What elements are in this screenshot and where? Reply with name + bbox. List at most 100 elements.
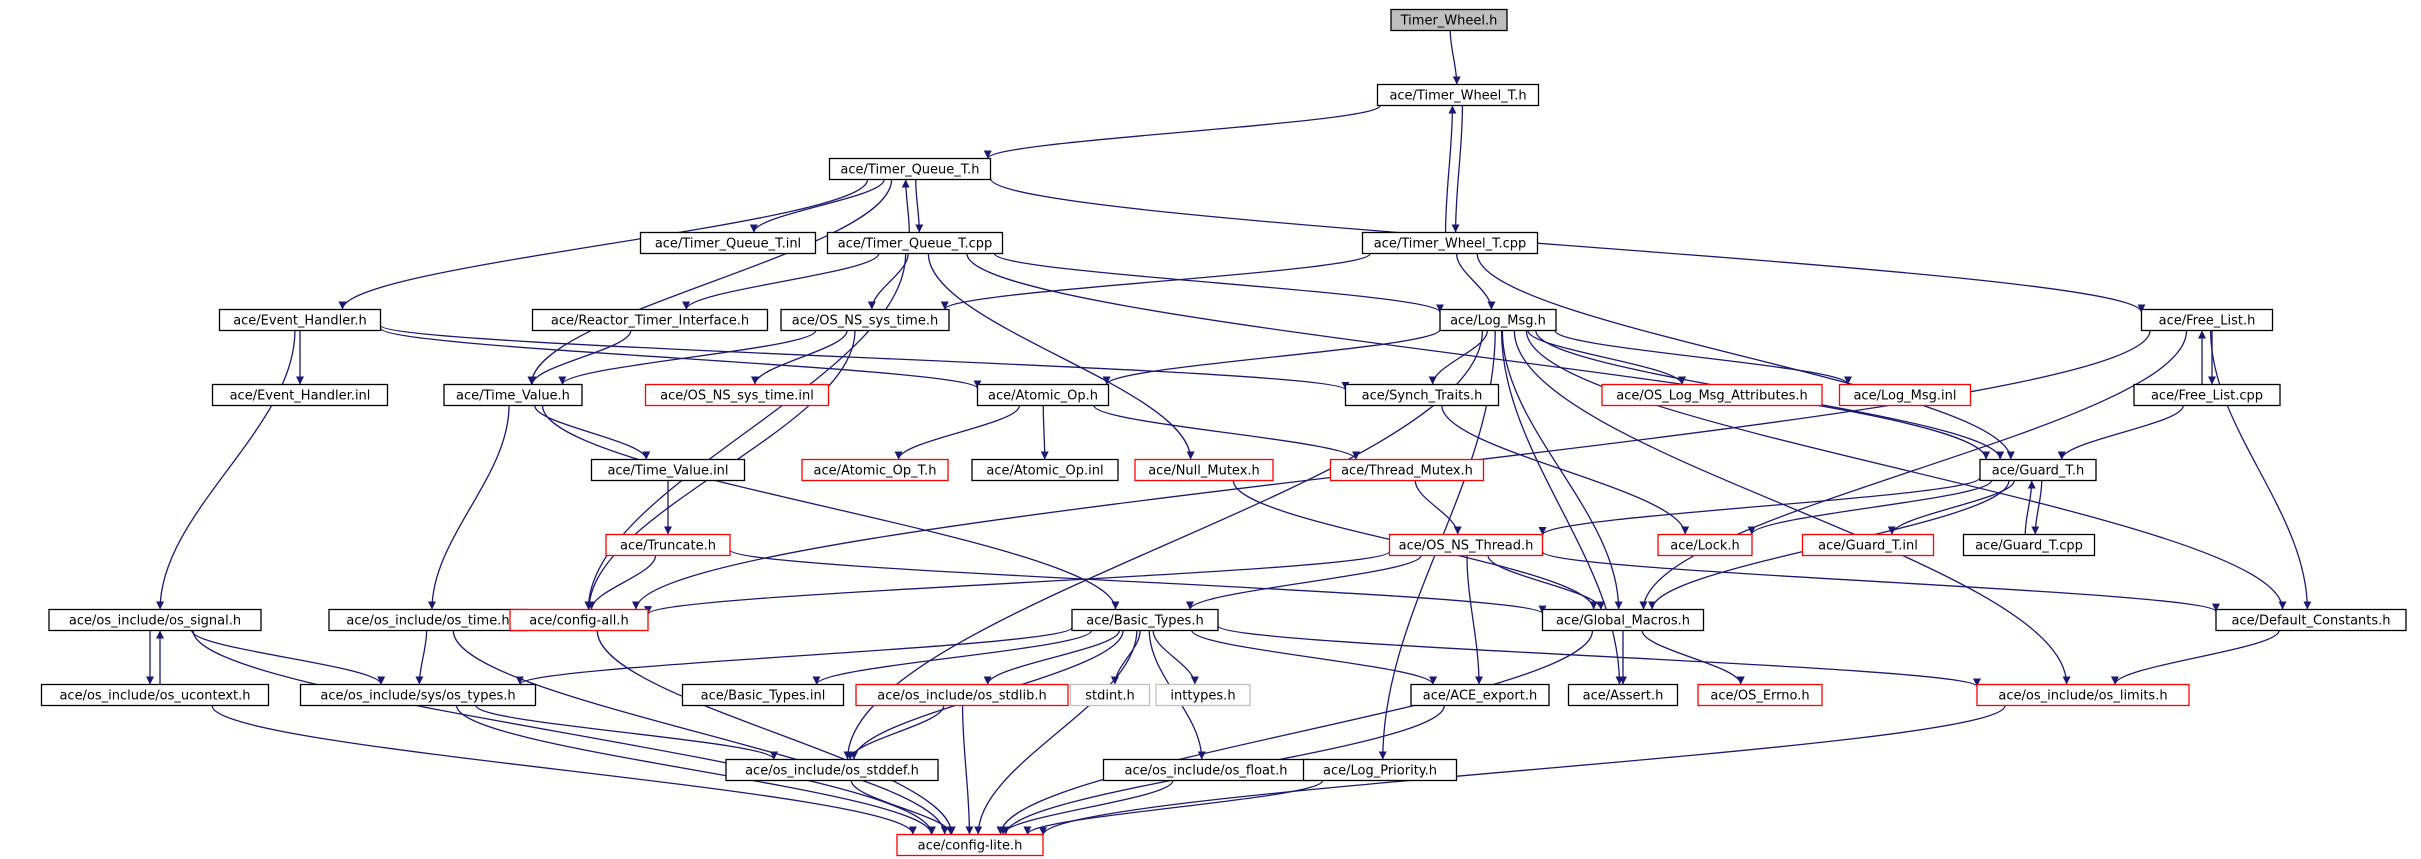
node-lock-h[interactable]: ace/Lock.h (1657, 533, 1753, 557)
edge-guardt-h-to-guardt-cpp (2031, 480, 2043, 535)
node-eh-inl[interactable]: ace/Event_Handler.inl (211, 383, 389, 407)
node-box (1376, 83, 1540, 107)
edge-logmsg-h-to-synch-h (1428, 330, 1489, 385)
node-ossignal-h[interactable]: ace/os_include/os_signal.h (48, 608, 262, 632)
node-atomict-h[interactable]: ace/Atomic_Op_T.h (801, 458, 949, 482)
node-osstddef-h[interactable]: ace/os_include/os_stddef.h (725, 758, 939, 782)
node-guardt-cpp[interactable]: ace/Guard_T.cpp (1962, 533, 2096, 557)
node-oslma-h[interactable]: ace/OS_Log_Msg_Attributes.h (1601, 383, 1823, 407)
node-box (644, 383, 830, 407)
node-nullmutex-h[interactable]: ace/Null_Mutex.h (1134, 458, 1274, 482)
node-label: ace/Time_Value.inl (607, 464, 728, 479)
node-box (1388, 533, 1544, 557)
node-logmsg-h[interactable]: ace/Log_Msg.h (1439, 308, 1557, 332)
edge-twt-cpp-to-osst-h (940, 252, 1371, 311)
edge-logmsg-h-to-logmsg-inl (1554, 329, 1852, 386)
edge-tqt-h-to-tqt-cpp (915, 179, 924, 233)
edge-threadmutex-h-to-osthread-h (1414, 480, 1462, 535)
node-label: ace/ACE_export.h (1423, 689, 1537, 704)
node-eh-h[interactable]: ace/Event_Handler.h (218, 308, 382, 332)
node-box (1801, 533, 1935, 557)
file-nodes: Timer_Wheel.h ace/Timer_Wheel_T.h ace/Time… (40, 8, 2407, 857)
node-logmsg-inl[interactable]: ace/Log_Msg.inl (1838, 383, 1972, 407)
node-basictypes-inl[interactable]: ace/Basic_Types.inl (681, 683, 845, 707)
edge-basictypes-h-to-systypes-h (516, 626, 1073, 686)
edge-atomic-h-to-threadmutex-h (1093, 405, 1360, 460)
node-tqt-inl[interactable]: ace/Timer_Queue_T.inl (639, 231, 817, 255)
edge-guardt-cpp-to-guardt-h (2024, 480, 2036, 535)
node-label: ace/Log_Msg.inl (1853, 389, 1956, 404)
edge-twt-cpp-to-guardt-h (1476, 253, 2015, 460)
node-label: ace/os_include/os_signal.h (69, 614, 241, 629)
node-box (828, 157, 992, 181)
node-systypes-h[interactable]: ace/os_include/sys/os_types.h (299, 683, 537, 707)
node-tv-h[interactable]: ace/Time_Value.h (443, 383, 583, 407)
node-label: ace/OS_NS_Thread.h (1399, 539, 1534, 554)
edge-ostime-h-to-configlite-h (452, 630, 949, 835)
node-globalmacros-h[interactable]: ace/Global_Macros.h (1541, 608, 1705, 632)
node-label: ace/os_include/os_ucontext.h (59, 689, 250, 704)
edge-rti-h-to-tv-h (528, 330, 632, 385)
node-twt-h[interactable]: ace/Timer_Wheel_T.h (1376, 83, 1540, 107)
node-tv-inl[interactable]: ace/Time_Value.inl (590, 458, 746, 482)
node-osthread-h[interactable]: ace/OS_NS_Thread.h (1388, 533, 1544, 557)
node-freelist-cpp[interactable]: ace/Free_List.cpp (2133, 383, 2281, 407)
node-twt-cpp[interactable]: ace/Timer_Wheel_T.cpp (1361, 231, 1539, 255)
node-box (1697, 683, 1823, 707)
edge-tqt-cpp-to-tqt-h (901, 179, 910, 233)
node-ostime-h[interactable]: ace/os_include/os_time.h (328, 608, 528, 632)
node-synch-h[interactable]: ace/Synch_Traits.h (1344, 383, 1500, 407)
node-guardt-inl[interactable]: ace/Guard_T.inl (1801, 533, 1935, 557)
edge-freelist-h-to-globalmacros-h (1639, 330, 2188, 610)
node-guardt-h[interactable]: ace/Guard_T.h (1979, 458, 2097, 482)
node-box (1439, 308, 1557, 332)
node-box (896, 833, 1044, 857)
node-atomic-inl[interactable]: ace/Atomic_Op.inl (971, 458, 1119, 482)
node-osstdlib-h[interactable]: ace/os_include/os_stdlib.h (855, 683, 1069, 707)
node-truncate-h[interactable]: ace/Truncate.h (605, 533, 731, 557)
edge-basictypes-h-to-oslimits-h (1217, 625, 1981, 688)
node-box (1302, 758, 1458, 782)
node-label: ace/Timer_Queue_T.h (840, 163, 979, 178)
node-osfloat-h[interactable]: ace/os_include/os_float.h (1102, 758, 1310, 782)
node-box (509, 608, 649, 632)
node-aceexport-h[interactable]: ace/ACE_export.h (1410, 683, 1550, 707)
edge-eh-h-to-synch-h (379, 324, 1350, 391)
node-osst-h[interactable]: ace/OS_NS_sys_time.h (780, 308, 950, 332)
node-label: ace/Event_Handler.h (233, 314, 367, 329)
edge-osstdlib-h-to-osstddef-h (846, 705, 945, 760)
node-box (299, 683, 537, 707)
node-oserrno-h[interactable]: ace/OS_Errno.h (1697, 683, 1823, 707)
node-basictypes-h[interactable]: ace/Basic_Types.h (1071, 608, 1219, 632)
edge-twt-h-to-twt-cpp (1451, 105, 1464, 233)
node-root[interactable]: Timer_Wheel.h (1390, 8, 1508, 32)
node-label: ace/os_include/os_stdlib.h (877, 689, 1046, 704)
node-box (2215, 608, 2407, 632)
edge-tqt-h-to-tqt-inl (749, 179, 885, 233)
node-label: ace/Timer_Queue_T.cpp (838, 237, 993, 252)
node-atomic-h[interactable]: ace/Atomic_Op.h (976, 383, 1110, 407)
node-label: ace/Log_Priority.h (1323, 764, 1437, 779)
node-assert-h[interactable]: ace/Assert.h (1567, 683, 1679, 707)
node-logprio-h[interactable]: ace/Log_Priority.h (1302, 758, 1458, 782)
node-box (1657, 533, 1753, 557)
node-rti-h[interactable]: ace/Reactor_Timer_Interface.h (531, 308, 769, 332)
node-oslimits-h[interactable]: ace/os_include/os_limits.h (1976, 683, 2190, 707)
node-box (1344, 383, 1500, 407)
node-osucontext-h[interactable]: ace/os_include/os_ucontext.h (40, 683, 270, 707)
node-threadmutex-h[interactable]: ace/Thread_Mutex.h (1329, 458, 1485, 482)
edge-basictypes-h-to-stdint-h (1110, 630, 1141, 685)
node-configlite-h[interactable]: ace/config-lite.h (896, 833, 1044, 857)
node-defconst-h[interactable]: ace/Default_Constants.h (2215, 608, 2407, 632)
edge-freelist-h-to-defconst-h (2209, 330, 2312, 610)
node-tqt-h[interactable]: ace/Timer_Queue_T.h (828, 157, 992, 181)
edge-osthread-h-to-defconst-h (1541, 551, 2220, 613)
edge-root-to-twt-h (1449, 30, 1461, 85)
node-configall-h[interactable]: ace/config-all.h (509, 608, 649, 632)
node-osst-inl[interactable]: ace/OS_NS_sys_time.inl (644, 383, 830, 407)
node-tqt-cpp[interactable]: ace/Timer_Queue_T.cpp (826, 231, 1004, 255)
node-freelist-h[interactable]: ace/Free_List.h (2140, 308, 2274, 332)
node-box (1601, 383, 1823, 407)
node-box (801, 458, 949, 482)
node-box (531, 308, 769, 332)
